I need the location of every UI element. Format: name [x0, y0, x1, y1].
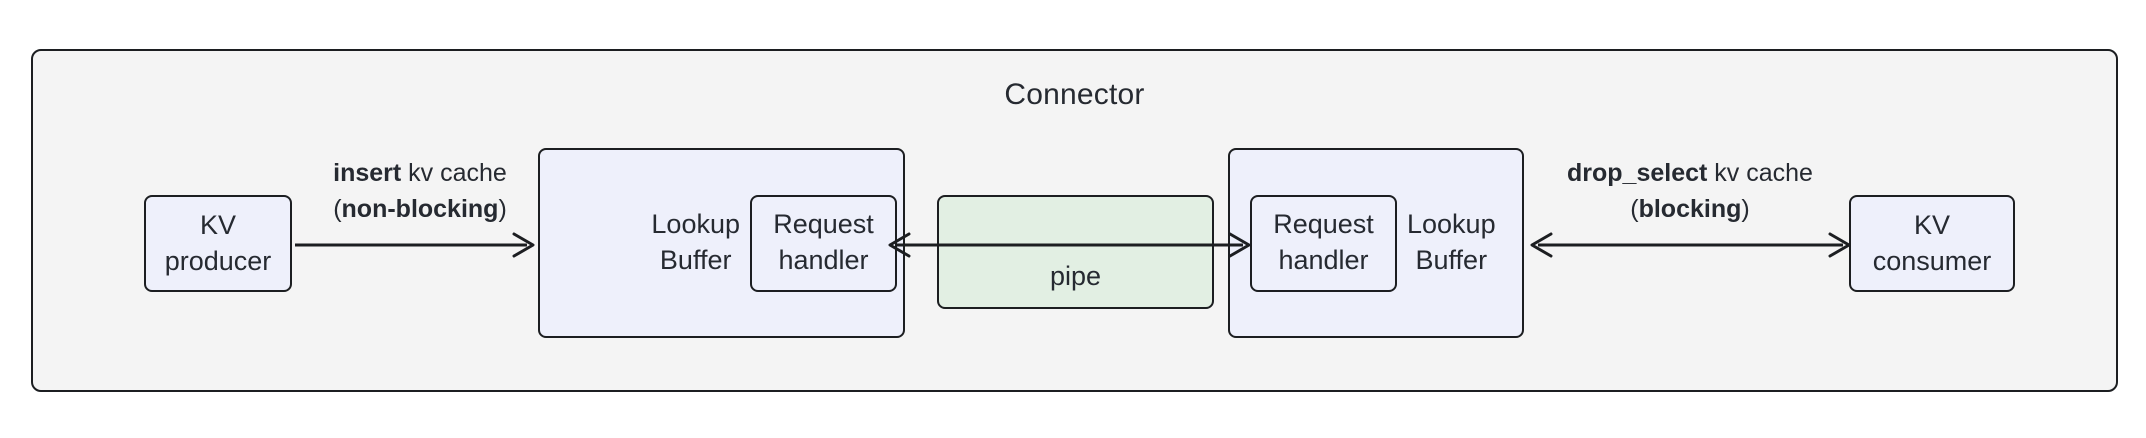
edge-label-drop-select-paren-open: (: [1630, 195, 1639, 224]
connector-title: Connector: [1004, 78, 1145, 111]
node-request-handler-right[interactable]: Request handler: [1250, 194, 1397, 292]
kv-consumer-line1: KV: [1913, 209, 1951, 240]
lookup-buffer-right-line1: Lookup: [1407, 209, 1496, 240]
node-lookup-buffer-left[interactable]: Lookup Buffer Request handler: [538, 148, 905, 338]
request-handler-left-line1: Request: [773, 209, 874, 240]
edge-label-drop-select-keyword: drop_select: [1567, 159, 1708, 187]
lookup-buffer-right-line2: Buffer: [1415, 245, 1488, 275]
edge-label-drop-select-paren-close: ): [1741, 195, 1750, 224]
node-lookup-buffer-right[interactable]: Request handler Lookup Buffer: [1228, 148, 1524, 338]
edge-label-drop-select-mode: blocking: [1638, 195, 1742, 224]
request-handler-left-line2: handler: [778, 245, 869, 275]
kv-producer-line2: producer: [164, 245, 272, 276]
edge-label-drop-select-line1: drop_select kv cache: [1530, 155, 1850, 191]
node-pipe[interactable]: pipe: [937, 195, 1214, 309]
edge-label-insert: insert kv cache (non-blocking): [300, 155, 540, 228]
lookup-buffer-left-label: Lookup Buffer: [651, 207, 740, 278]
request-handler-right-line1: Request: [1273, 209, 1374, 240]
edge-label-insert-line2: (non-blocking): [300, 191, 540, 227]
node-kv-consumer[interactable]: KV consumer: [1849, 195, 2015, 292]
edge-label-insert-mode: non-blocking: [341, 195, 499, 224]
edge-label-insert-rest: kv cache: [401, 159, 507, 187]
pipe-label: pipe: [1049, 261, 1102, 292]
lookup-buffer-right-label: Lookup Buffer: [1407, 207, 1496, 278]
lookup-buffer-left-line2: Buffer: [659, 245, 732, 275]
edge-label-drop-select-rest: kv cache: [1707, 159, 1813, 187]
kv-producer-line1: KV: [199, 209, 237, 240]
edge-label-drop-select: drop_select kv cache (blocking): [1530, 155, 1850, 228]
edge-label-insert-keyword: insert: [333, 159, 402, 187]
kv-consumer-line2: consumer: [1872, 245, 1992, 276]
edge-label-insert-paren-open: (: [333, 195, 342, 224]
edge-label-insert-line1: insert kv cache: [300, 155, 540, 191]
request-handler-right-line2: handler: [1278, 245, 1369, 275]
edge-label-insert-paren-close: ): [498, 195, 507, 224]
edge-label-drop-select-line2: (blocking): [1530, 191, 1850, 227]
node-request-handler-left[interactable]: Request handler: [750, 194, 897, 292]
lookup-buffer-left-line1: Lookup: [651, 209, 740, 240]
node-kv-producer[interactable]: KV producer: [144, 195, 292, 292]
